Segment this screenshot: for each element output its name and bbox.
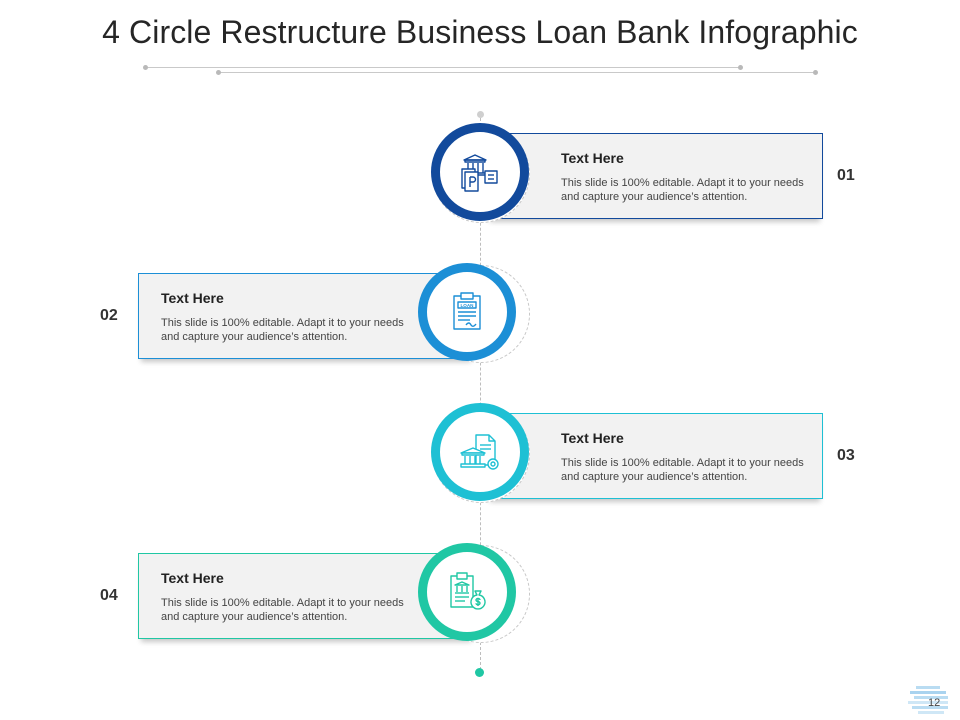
step-heading: Text Here	[561, 430, 624, 446]
timeline-spine	[480, 118, 481, 670]
brand-logo	[908, 686, 948, 714]
step-ring-04	[418, 543, 516, 641]
step-heading: Text Here	[561, 150, 624, 166]
title-underline-dot	[216, 70, 221, 75]
timeline-end-dot	[475, 668, 484, 677]
step-number-01: 01	[837, 167, 855, 184]
page-number: 12	[928, 697, 941, 709]
step-heading: Text Here	[161, 570, 224, 586]
step-heading: Text Here	[161, 290, 224, 306]
loan-document-icon: LOAN	[453, 292, 481, 330]
step-description: This slide is 100% editable. Adapt it to…	[161, 317, 404, 343]
title-underline-upper	[146, 67, 741, 68]
loan-tag-label: LOAN	[460, 303, 474, 308]
step-number-04: 04	[100, 587, 118, 604]
step-card-03: Text Here This slide is 100% editable. A…	[487, 413, 823, 499]
bank-building-documents-icon	[461, 154, 498, 192]
step-number-03: 03	[837, 447, 855, 464]
timeline-start-dot	[477, 111, 484, 118]
title-underline-dot	[813, 70, 818, 75]
step-ring-02: LOAN	[418, 263, 516, 361]
slide-title: 4 Circle Restructure Business Loan Bank …	[102, 14, 858, 50]
step-card-01: Text Here This slide is 100% editable. A…	[487, 133, 823, 219]
step-ring-03	[431, 403, 529, 501]
step-description: This slide is 100% editable. Adapt it to…	[561, 177, 804, 203]
title-underline-lower	[219, 72, 816, 73]
title-underline-dot	[738, 65, 743, 70]
step-description: This slide is 100% editable. Adapt it to…	[561, 457, 804, 483]
step-number-02: 02	[100, 307, 118, 324]
loan-clipboard-dollar-icon	[450, 572, 486, 610]
bank-document-coin-icon	[460, 434, 499, 470]
title-underline-dot	[143, 65, 148, 70]
step-description: This slide is 100% editable. Adapt it to…	[161, 597, 404, 623]
step-ring-01	[431, 123, 529, 221]
